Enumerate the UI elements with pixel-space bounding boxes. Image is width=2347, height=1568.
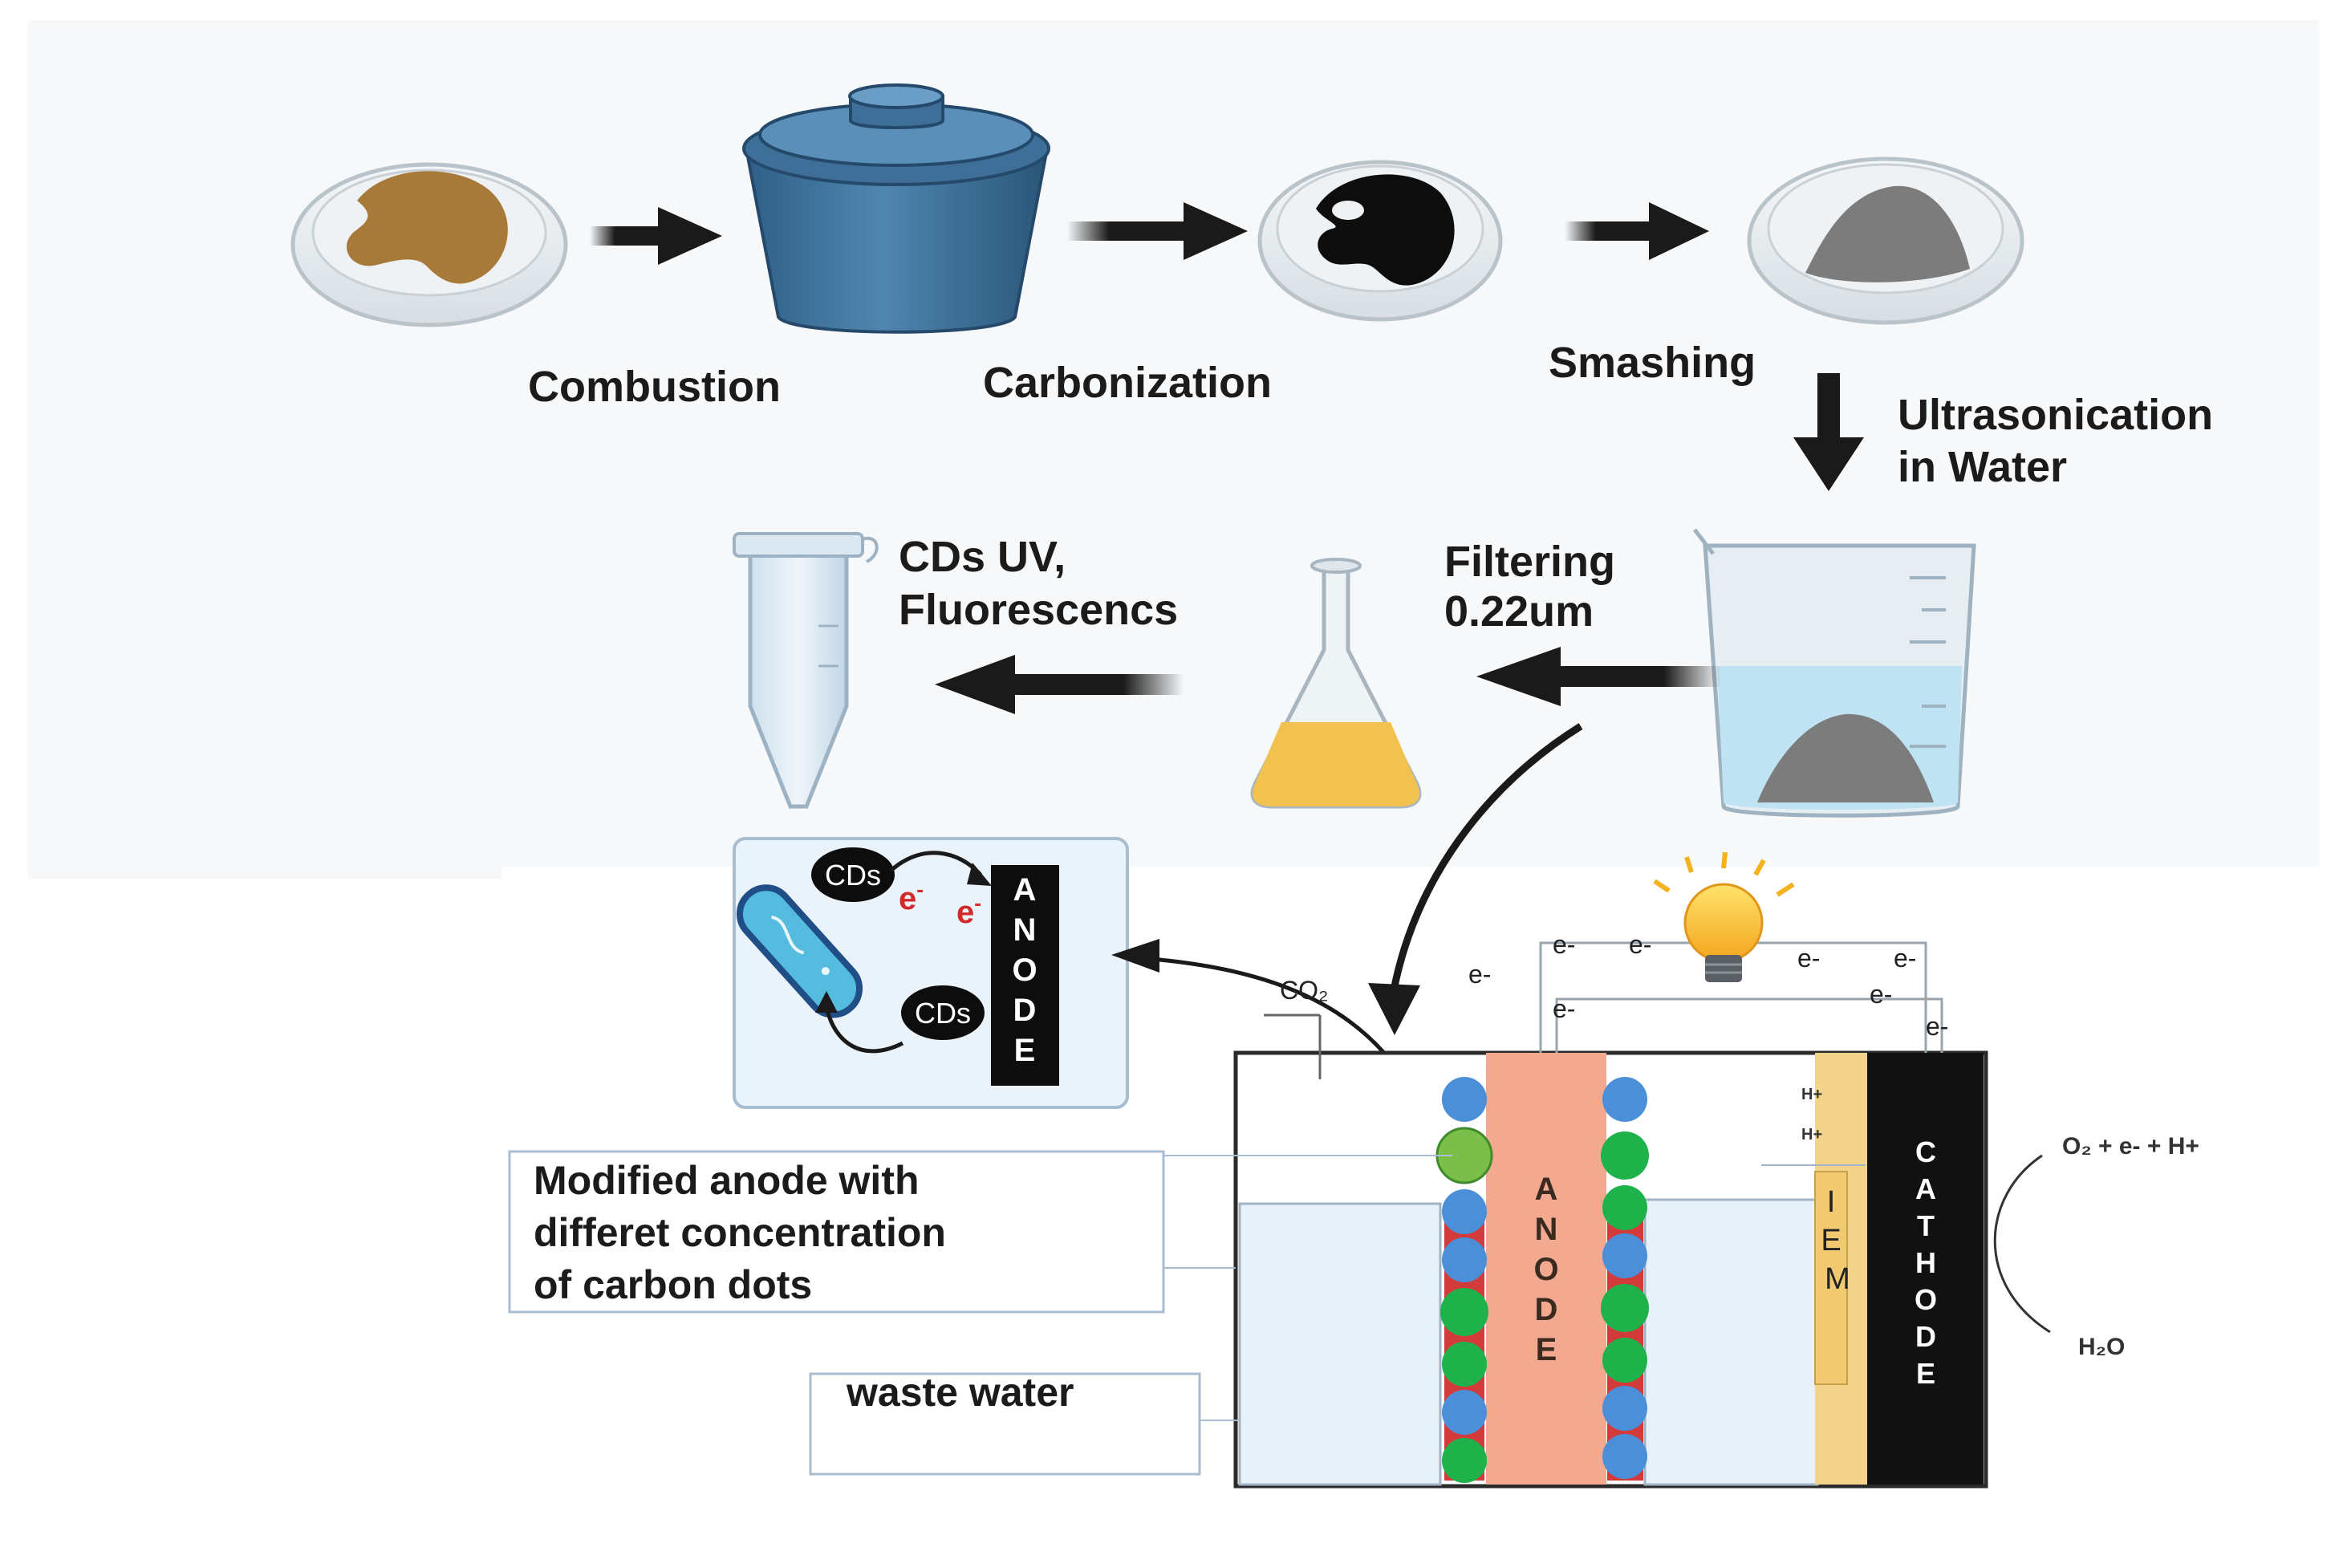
arrow-to-powder-dish [1565,202,1709,260]
cell-anode-O: O [1533,1252,1558,1287]
label-smashing: Smashing [1549,339,1756,387]
beaker-icon [1693,528,1976,818]
inset-electron-1: e- [899,877,924,916]
inset-electron-2: e- [956,891,981,930]
label-filtering-2: 0.22um [1444,587,1594,636]
inset-anode-O: O [1012,953,1037,988]
cell-anode-E: E [1536,1332,1557,1367]
electron-label-4: e- [1553,994,1575,1023]
arrow-to-pot [590,207,722,265]
powder-pile [1805,185,1970,282]
iem-I: I [1827,1185,1836,1219]
cathode-T: T [1917,1209,1935,1242]
petri-dish-carbonized [1257,160,1503,322]
cds-bottom-text: CDs [915,997,971,1030]
cathode-E: E [1916,1357,1935,1390]
inset-anode-E: E [1014,1033,1036,1068]
proton-1: H+ [1801,1086,1822,1103]
flask-filtrate [1253,722,1419,806]
light-bulb-icon [1653,851,1795,982]
inset-anode-A: A [1013,872,1037,908]
eppendorf-tube-icon [733,532,879,809]
electron-label-1: e- [1468,960,1491,989]
wastewater-left [1238,1202,1442,1486]
cathode-C: C [1915,1135,1936,1168]
erlenmeyer-flask-icon [1250,558,1422,809]
carbon-dots-left-column [1435,1077,1493,1483]
cell-anode-A: A [1535,1172,1558,1207]
inset-anode-N: N [1013,912,1037,948]
cathode-reaction-curve [1993,1154,2051,1334]
callout-modified-line3: of carbon dots [534,1262,812,1307]
cell-anode-D: D [1535,1292,1558,1327]
label-ultrasonication-2: in Water [1898,443,2067,491]
electron-label-8: e- [1926,1012,1948,1041]
bacterium-icon [736,884,863,1018]
callout-waste-water-text: waste water [846,1370,1074,1415]
inset-arrow-to-bacterium [824,1006,904,1054]
co2-label: CO₂ [1280,976,1328,1005]
callout-waste-water: waste water [809,1370,1240,1476]
anode-electrode [1486,1053,1606,1485]
electron-label-3: e- [1629,930,1651,959]
electron-label-5: e- [1797,944,1820,973]
arrow-to-eppendorf-tube [935,655,1184,714]
callout-modified-line1: Modified anode with [534,1158,920,1203]
inset-anode-bar [991,865,1059,1086]
cathode-D: D [1915,1320,1936,1353]
electron-label-6: e- [1894,944,1916,973]
cathode-H: H [1915,1246,1936,1279]
arrow-to-flask [1476,647,1721,706]
label-carbonization: Carbonization [983,359,1272,407]
cathode-A: A [1915,1172,1936,1205]
microbial-fuel-cell: CO₂ A N O D E [1233,976,1988,1489]
label-combustion: Combustion [528,363,781,411]
electron-label-2: e- [1553,930,1575,959]
raw-dough-shape [346,171,508,284]
cds-top-text: CDs [825,859,881,892]
cathode-O: O [1915,1283,1937,1316]
electron-label-7: e- [1870,980,1892,1009]
carbon-dots-right-column [1601,1077,1649,1481]
inset-anode-D: D [1013,993,1037,1028]
proton-2: H+ [1801,1126,1822,1144]
petri-dish-powder [1747,156,2024,325]
curved-arrow-to-cell [1388,723,1583,1000]
label-fluorescence: Fluorescencs [899,586,1178,634]
inset-box: CDs CDs e- e- A N O D E [733,837,1129,1109]
cds-circle-top: CDs [811,847,895,902]
cathode-reaction-input: O₂ + e- + H+ [2062,1133,2199,1160]
petri-dish-raw-material [290,162,568,327]
cds-circle-bottom: CDs [901,985,985,1040]
iem-M: M [1825,1262,1850,1296]
cathode-reaction-output: H₂O [2078,1334,2125,1360]
iem-E: E [1821,1224,1841,1257]
arrow-to-carbonized-dish [1067,202,1248,260]
callout-modified-anode: Modified anode with differet concentrati… [508,1150,1452,1314]
label-filtering-1: Filtering [1444,538,1615,586]
cathode-electrode [1867,1053,1984,1485]
wastewater-right [1643,1198,1819,1486]
callout-modified-line2: differet concentration [534,1210,946,1255]
arrow-down-to-beaker [1793,373,1864,491]
crucible-pot-icon [742,83,1050,334]
label-ultrasonication-1: Ultrasonication [1898,391,2213,439]
cell-anode-N: N [1535,1212,1558,1247]
label-cds-uv: CDs UV, [899,533,1066,581]
